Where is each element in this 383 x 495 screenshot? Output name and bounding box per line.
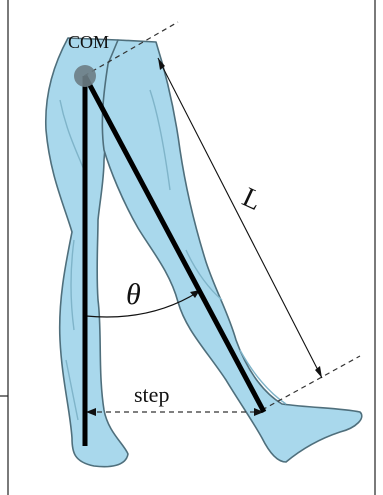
angle-label: θ: [126, 278, 141, 311]
length-arrowhead-bottom: [315, 366, 322, 378]
length-label: L: [238, 182, 267, 217]
foot-dashed-line: [262, 356, 360, 410]
com-marker: [74, 65, 96, 87]
legs-illustration: [46, 38, 362, 467]
com-label: COM: [68, 32, 109, 52]
step-label: step: [134, 382, 169, 407]
